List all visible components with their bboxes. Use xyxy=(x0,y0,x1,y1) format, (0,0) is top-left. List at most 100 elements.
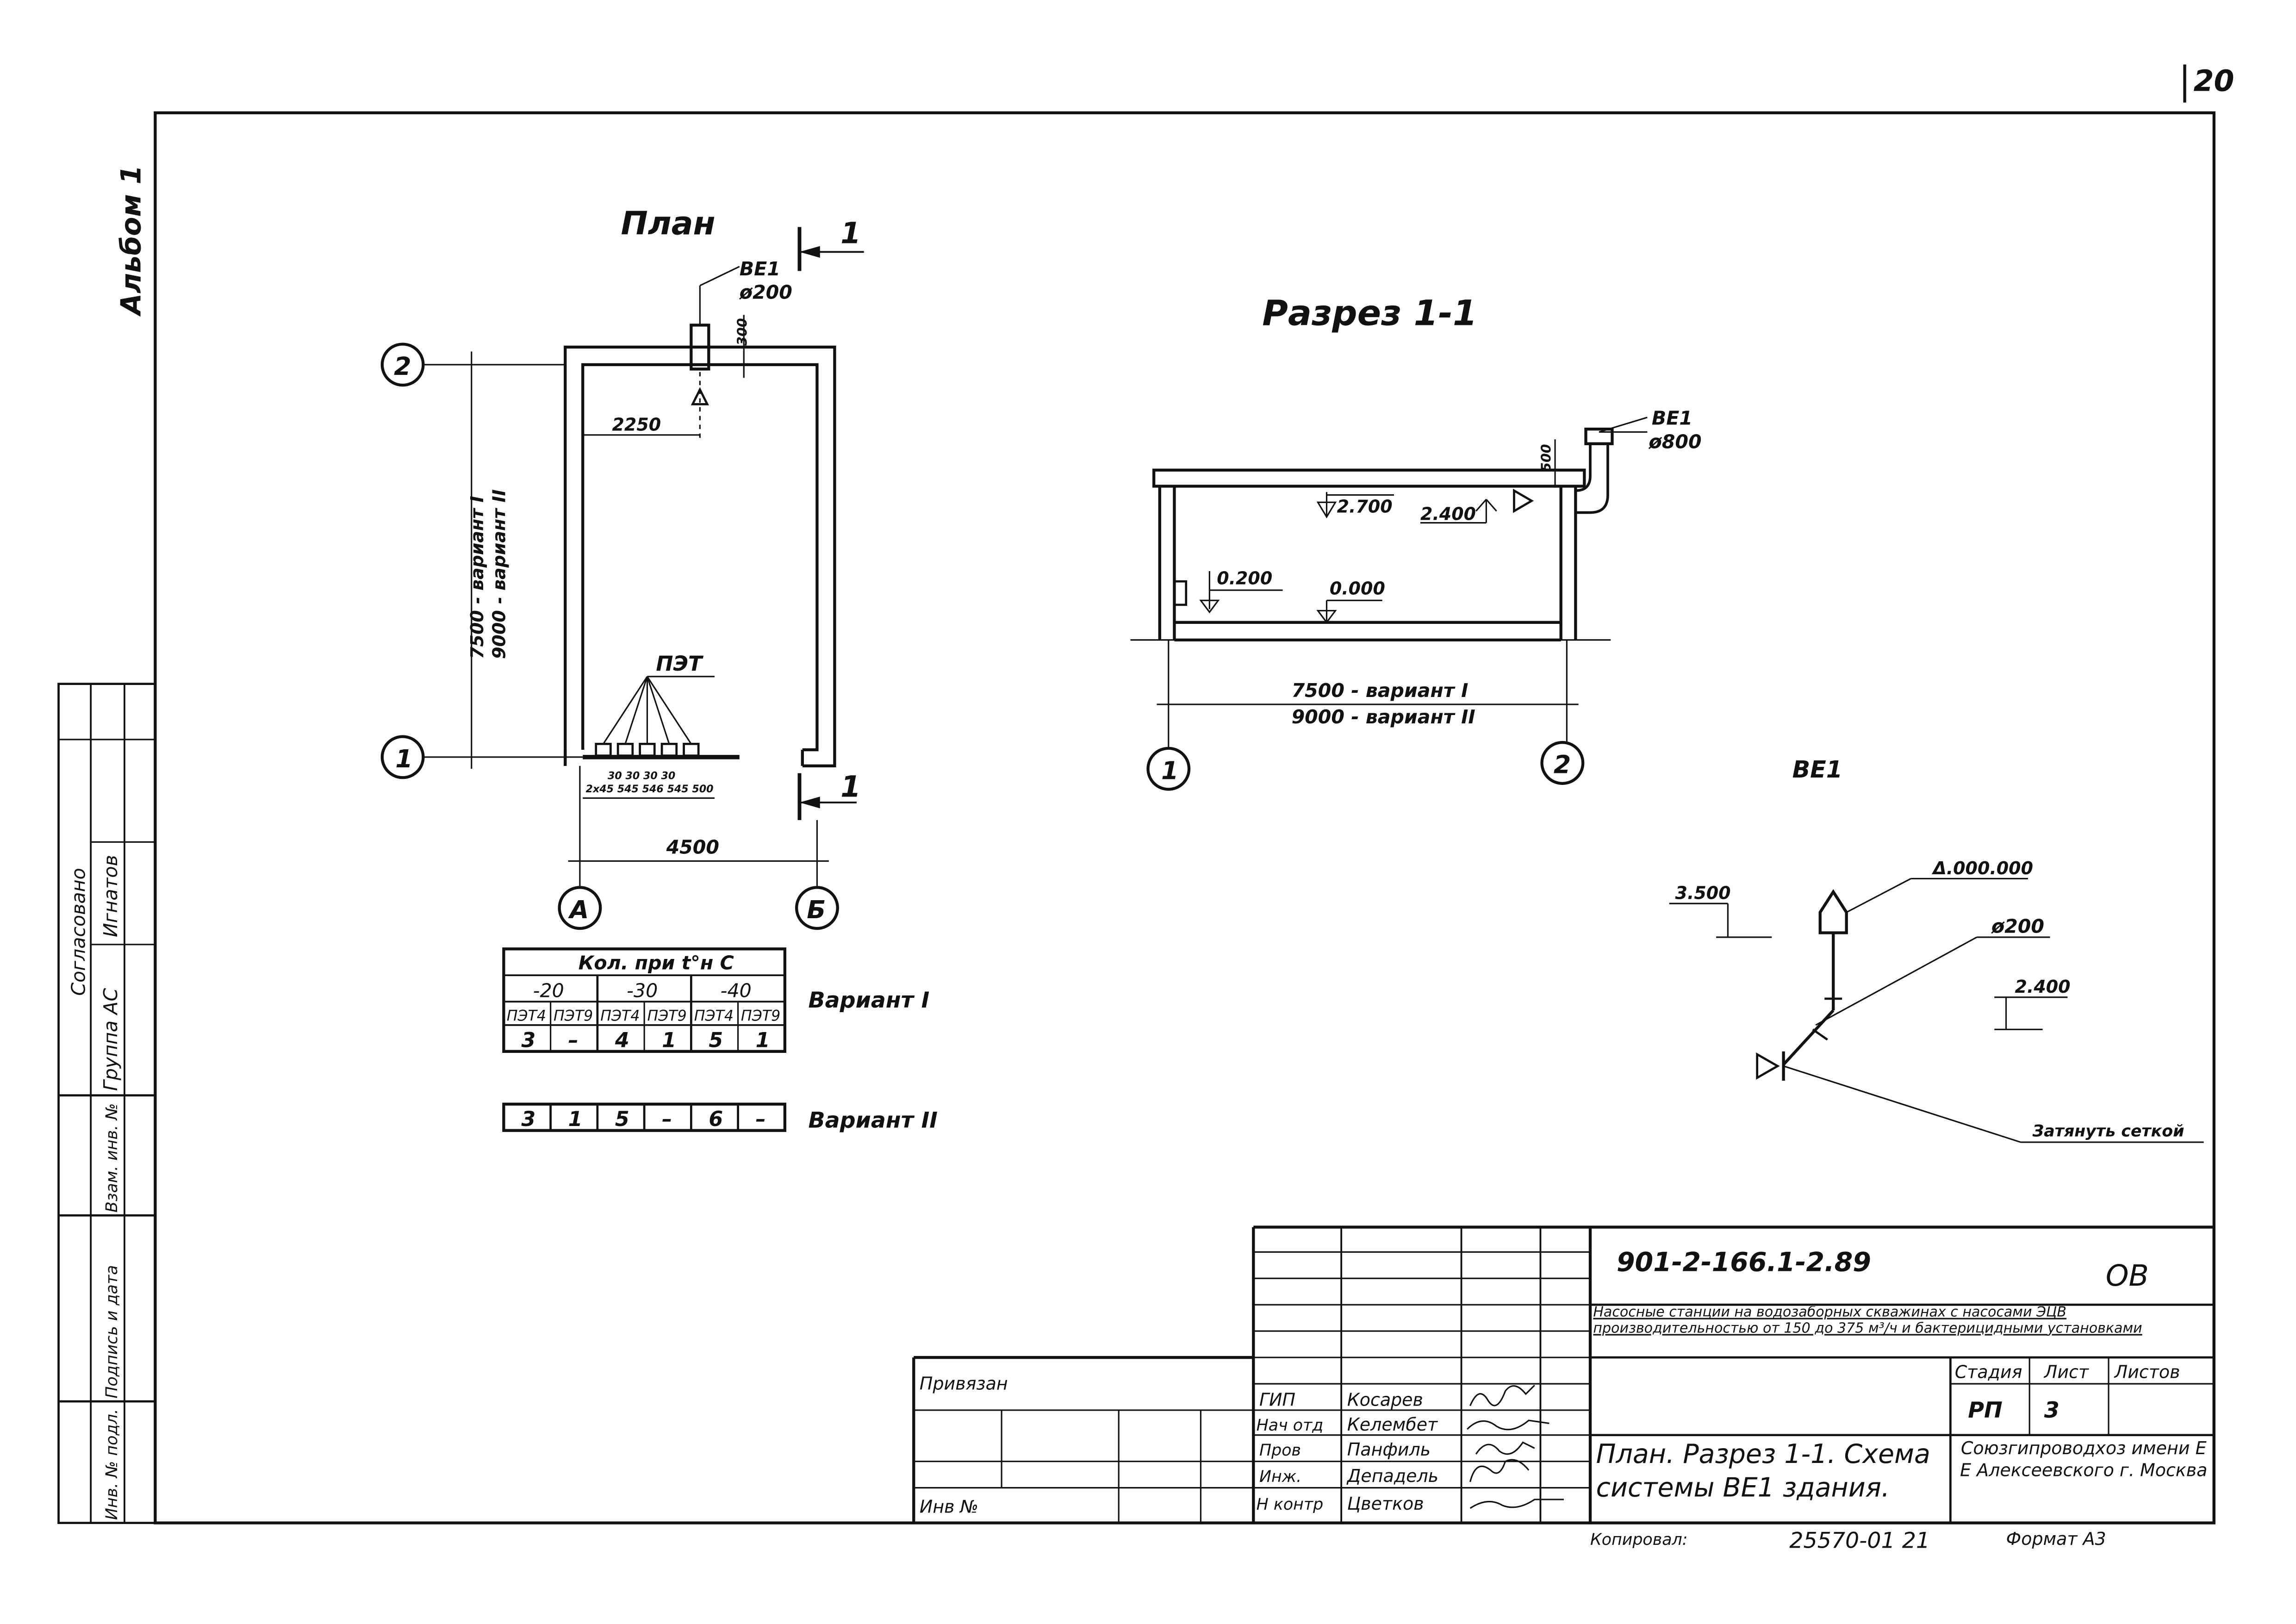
plan-dim-var1: 7500 - вариант I xyxy=(467,496,487,659)
section-view: Разрез 1-1 ВЕ1 ø800 500 2.700 2.400 xyxy=(1130,293,1702,791)
title-block: Привязан Инв № ГИП Нач отд Пров Инж. Н к… xyxy=(912,1226,2215,1553)
inv-no-label: Инв № xyxy=(920,1496,978,1517)
stamp-group: Группа АС xyxy=(100,988,122,1091)
name-4: Депадель xyxy=(1346,1466,1438,1486)
table-r2-c2: 1 xyxy=(568,1108,583,1131)
table-r2-c5: 6 xyxy=(709,1108,723,1131)
role-1: ГИП xyxy=(1259,1389,1295,1410)
section-pipe-label: ВЕ1 xyxy=(1652,407,1692,429)
scheme-elev-top: 3.500 xyxy=(1675,883,1731,903)
stamp-name: Игнатов xyxy=(100,855,122,937)
elev-low: 0.200 xyxy=(1217,568,1272,589)
section-dim-var2: 9000 - вариант II xyxy=(1292,706,1475,728)
table-r1-c3: 4 xyxy=(615,1028,629,1052)
elev-pipe: 2.400 xyxy=(1420,504,1476,524)
stamp-agreed: Согласовано xyxy=(68,868,90,996)
scheme-title: ВЕ1 xyxy=(1792,756,1842,783)
plan-axis-b: Б xyxy=(807,895,826,924)
plan-axis-1: 1 xyxy=(395,744,412,773)
stamp-inv-orig: Инв. № подл. xyxy=(103,1409,121,1520)
plan-dim-var2: 9000 - вариант II xyxy=(489,489,510,659)
plan-axis-2: 2 xyxy=(394,352,411,381)
org-name: Союзгипроводхоз имени Е Е Алексеевского … xyxy=(1960,1438,2208,1481)
plan-dim-300: 300 xyxy=(735,318,750,345)
table-r2-c1: 3 xyxy=(521,1108,535,1131)
plan-pipe-label: ВЕ1 xyxy=(740,258,780,280)
name-1: Косарев xyxy=(1347,1389,1423,1410)
plan-title: План xyxy=(621,205,715,242)
role-5: Н контр xyxy=(1257,1495,1324,1514)
name-3: Панфиль xyxy=(1347,1439,1431,1460)
doc-code: 901-2-166.1-2.89 xyxy=(1617,1247,1871,1277)
name-2: Келембет xyxy=(1347,1414,1438,1435)
page-number: 20 xyxy=(2194,63,2234,98)
stamp-inv-repl: Взам. инв. № xyxy=(103,1103,121,1213)
drawing-title-box: План. Разрез 1-1. Схема системы ВЕ1 здан… xyxy=(1596,1439,1930,1504)
table-col-2: ПЭТ9 xyxy=(554,1008,593,1024)
heaters-label: ПЭТ xyxy=(656,652,704,676)
table-col-6: ПЭТ9 xyxy=(741,1008,780,1024)
heater-dims-2: 2х45 545 546 545 500 xyxy=(586,783,714,795)
table-col-5: ПЭТ4 xyxy=(694,1008,734,1024)
variant-2-label: Вариант II xyxy=(808,1108,937,1133)
table-r1-c4: 1 xyxy=(662,1028,676,1052)
org-box: Союзгипроводхоз имени Е Е Алексеевского … xyxy=(1960,1438,2208,1481)
variant-1-label: Вариант I xyxy=(808,988,929,1013)
plan-dim-2250: 2250 xyxy=(612,414,661,435)
section-pipe-diam: ø800 xyxy=(1649,430,1702,453)
role-2: Нач отд xyxy=(1257,1416,1324,1435)
scheme-elev-mid: 2.400 xyxy=(2015,977,2071,997)
doc-number: 25570-01 21 xyxy=(1789,1528,1930,1553)
stamp-sign-date: Подпись и дата xyxy=(103,1265,121,1398)
role-3: Пров xyxy=(1259,1441,1301,1460)
role-4: Инж. xyxy=(1259,1468,1301,1486)
table-r1-c2: – xyxy=(568,1028,579,1052)
bound-label: Привязан xyxy=(920,1374,1008,1394)
table-col-4: ПЭТ9 xyxy=(647,1008,686,1024)
section-mark-top: 1 xyxy=(840,216,861,250)
section-dim-var1: 7500 - вариант I xyxy=(1292,679,1468,702)
sheets-header: Листов xyxy=(2114,1362,2180,1382)
table-col-1: ПЭТ4 xyxy=(507,1008,546,1024)
table-r1-c5: 5 xyxy=(709,1028,723,1052)
project-name: Насосные станции на водозаборных скважин… xyxy=(1593,1306,2142,1337)
plan-dim-4500: 4500 xyxy=(666,836,719,859)
sheet-value: 3 xyxy=(2044,1398,2060,1423)
elev-roof: 2.700 xyxy=(1337,496,1393,516)
table-temp-1: -20 xyxy=(533,980,564,1002)
plan-pipe-diam: ø200 xyxy=(739,281,792,304)
scheme-elev-cap: Δ.000.000 xyxy=(1931,858,2033,878)
stage-header: Стадия xyxy=(1955,1362,2022,1382)
section-title: Разрез 1-1 xyxy=(1262,293,1477,334)
heater-table: Кол. при t°н С -20 -30 -40 ПЭТ4 ПЭТ9 ПЭТ… xyxy=(502,947,938,1133)
scheme-diam: ø200 xyxy=(1991,915,2044,938)
project-name-box: Насосные станции на водозаборных скважин… xyxy=(1593,1306,2142,1337)
album-label: Альбом 1 xyxy=(115,165,148,317)
table-r1-c1: 3 xyxy=(521,1028,535,1052)
drawing-title: План. Разрез 1-1. Схема системы ВЕ1 здан… xyxy=(1596,1439,1930,1504)
scheme-view: ВЕ1 3.500 Δ.000.000 ø200 2.400 Затянуть … xyxy=(1669,756,2204,1143)
copied-label: Копировал: xyxy=(1590,1531,1688,1549)
section-mark-bottom: 1 xyxy=(840,769,861,803)
stage-value: РП xyxy=(1968,1398,2002,1423)
table-r2-c4: – xyxy=(662,1108,672,1131)
table-col-3: ПЭТ4 xyxy=(600,1008,640,1024)
table-header: Кол. при t°н С xyxy=(579,952,734,974)
section-axis-2: 2 xyxy=(1554,750,1571,779)
left-stamp: Согласовано Группа АС Игнатов Взам. инв.… xyxy=(57,683,156,1524)
sheet-code: ОВ xyxy=(2106,1258,2149,1293)
table-r2-c3: 5 xyxy=(615,1108,629,1131)
name-5: Цветков xyxy=(1347,1493,1424,1514)
format-label: Формат А3 xyxy=(2006,1529,2106,1549)
heater-dims: 30 30 30 30 xyxy=(608,770,675,782)
section-axis-1: 1 xyxy=(1161,756,1178,785)
section-dim-500: 500 xyxy=(1539,444,1554,471)
plan-view: План 1 1 ВЕ1 ø200 300 2250 2 1 xyxy=(380,205,864,930)
table-r1-c6: 1 xyxy=(756,1028,770,1052)
table-temp-2: -30 xyxy=(627,980,658,1002)
table-temp-3: -40 xyxy=(721,980,752,1002)
scheme-mesh-note: Затянуть сеткой xyxy=(2032,1122,2184,1140)
sheet-header: Лист xyxy=(2043,1362,2090,1382)
